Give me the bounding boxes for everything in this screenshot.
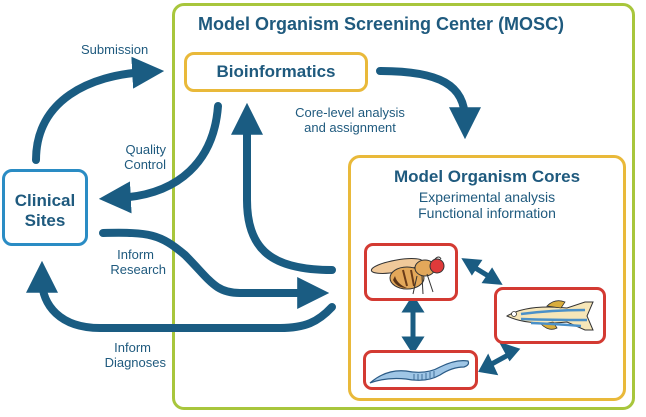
label-submission: Submission bbox=[81, 42, 149, 57]
organism-fly-box bbox=[364, 243, 458, 301]
arrow-inform-research bbox=[99, 228, 330, 309]
clinical-sites-node bbox=[2, 169, 88, 246]
cores-line2: Functional information bbox=[418, 205, 556, 222]
mosc-title: Model Organism Screening Center (MOSC) bbox=[198, 14, 565, 34]
cores-description: Experimental analysis Functional informa… bbox=[348, 189, 626, 221]
clinical-line2: Sites bbox=[24, 210, 66, 230]
arrow-quality-control bbox=[98, 102, 222, 214]
quality-line2: Control bbox=[124, 156, 166, 172]
arrow-core-assignment bbox=[376, 67, 481, 140]
arrow-cores-to-bioinformatics bbox=[231, 102, 336, 274]
organism-worm-box bbox=[363, 350, 478, 390]
arrow-submission bbox=[32, 56, 165, 164]
core-line2: and assignment bbox=[304, 119, 396, 135]
zebrafish-icon bbox=[505, 300, 594, 331]
clinical-line1: Clinical bbox=[14, 191, 76, 210]
organism-fish-box bbox=[494, 287, 606, 344]
label-core-assignment: Core-level analysis and assignment bbox=[270, 105, 430, 136]
clinical-sites-label: Clinical Sites bbox=[2, 191, 88, 230]
fruit-fly-icon bbox=[370, 256, 445, 295]
cores-title: Model Organism Cores bbox=[393, 167, 581, 186]
core-line1: Core-level analysis bbox=[295, 105, 405, 120]
arrow-inform-diagnoses bbox=[26, 260, 336, 332]
inform-diag-line1: Inform bbox=[114, 340, 151, 355]
inform-research-line1: Inform bbox=[117, 247, 154, 262]
nematode-worm-icon bbox=[369, 360, 470, 384]
bioinformatics-node bbox=[184, 52, 368, 92]
label-inform-research: Inform Research bbox=[90, 247, 166, 278]
inform-diag-line2: Diagnoses bbox=[104, 354, 166, 370]
bioinformatics-label: Bioinformatics bbox=[216, 62, 336, 81]
inform-research-line2: Research bbox=[110, 261, 166, 277]
quality-line1: Quality bbox=[125, 142, 166, 157]
label-quality-control: Quality Control bbox=[100, 142, 166, 173]
cores-line1: Experimental analysis bbox=[418, 189, 556, 205]
label-inform-diagnoses: Inform Diagnoses bbox=[80, 340, 166, 371]
mosc-container bbox=[172, 3, 635, 410]
